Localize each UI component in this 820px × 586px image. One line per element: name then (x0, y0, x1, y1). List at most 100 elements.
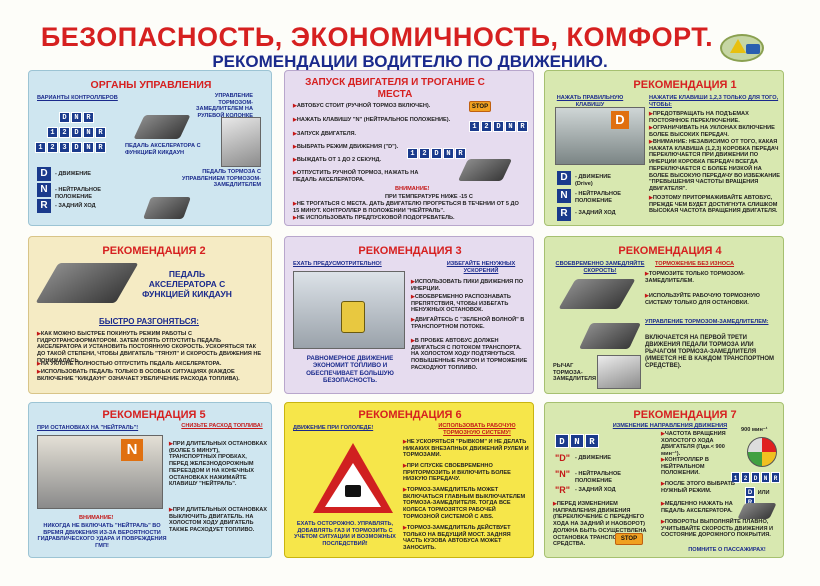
tip-2: НА УКЛОНЕ ПОЛНОСТЬЮ ОТПУСТИТЬ ПЕДАЛЬ АКС… (37, 361, 265, 368)
note-3: ВНИМАНИЕ: НЕЗАВИСИМО ОТ ТОГО, КАКАЯ НАЖА… (649, 139, 781, 193)
step-2: НАЖАТЬ КЛАВИШУ "N" (НЕЙТРАЛЬНОЕ ПОЛОЖЕНИ… (293, 117, 463, 124)
step-4: ВЫБРАТЬ РЕЖИМ ДВИЖЕНИЯ ("D"). (293, 144, 413, 151)
d-label: - ДВИЖЕНИЕ (55, 171, 92, 177)
card-recommendation-4: РЕКОМЕНДАЦИЯ 4 СВОЕВРЕМЕННО ЗАМЕДЛЯЙТЕ С… (544, 236, 784, 394)
key-d-highlight: D (611, 111, 629, 129)
tip-2: ИСПОЛЬЗУЙТЕ РАБОЧУЮ ТОРМОЗНУЮ СИСТЕМУ ТО… (645, 293, 779, 306)
r-label: - ЗАДНИЙ ХОД (55, 203, 96, 209)
card-recommendation-5: РЕКОМЕНДАЦИЯ 5 ПРИ ОСТАНОВКАХ НА "НЕЙТРА… (28, 402, 272, 558)
avoid-label: ИЗБЕГАЙТЕ НЕНУЖНЫХ УСКОРЕНИЙ (446, 261, 516, 274)
tip-3: ИСПОЛЬЗОВАТЬ ПЕДАЛЬ ТОЛЬКО В ОСОБЫХ СИТУ… (37, 369, 265, 382)
no-wear-label: ТОРМОЖЕНИЕ БЕЗ ИЗНОСА (655, 261, 735, 267)
d-label: - ДВИЖЕНИЕ (Drive) (575, 174, 612, 187)
step-1: АВТОБУС СТОИТ (РУЧНОЙ ТОРМОЗ ВКЛЮЧЕН). (293, 103, 453, 110)
key-r: R (37, 199, 51, 213)
warning-text: НИКОГДА НЕ ВКЛЮЧАТЬ "НЕЙТРАЛЬ" ВО ВРЕМЯ … (37, 523, 167, 549)
accelerator-label: ПЕДАЛЬ АКСЕЛЕРАТОРА С ФУНКЦИЕЙ КИКДАУН (125, 143, 201, 156)
n-key: "N" (555, 469, 571, 479)
press-key-label: НАЖАТЬ ПРАВИЛЬНУЮ КЛАВИШУ (556, 95, 624, 108)
slow-down-label: СВОЕВРЕМЕННО ЗАМЕДЛЯЙТЕ СКОРОСТЬ! (555, 261, 645, 274)
tip-2: ЧАСТОТА ВРАЩЕНИЯ ХОЛОСТОГО ХОДА ДВИГАТЕЛ… (661, 431, 741, 458)
control-label: УПРАВЛЕНИЕ ТОРМОЗОМ-ЗАМЕДЛИТЕЛЕМ: (645, 319, 769, 325)
card-recommendation-3: РЕКОМЕНДАЦИЯ 3 ЕХАТЬ ПРЕДУСМОТРИТЕЛЬНО! … (284, 236, 534, 394)
summary: РАВНОМЕРНОЕ ДВИЖЕНИЕ ЭКОНОМИТ ТОПЛИВО И … (306, 355, 394, 384)
steering-wheel-image (597, 355, 641, 389)
steering-column-image (221, 117, 261, 167)
card-title: ЗАПУСК ДВИГАТЕЛЯ И ТРОГАНИЕ С МЕСТА (305, 77, 485, 100)
controllers-label: ВАРИАНТЫ КОНТРОЛЛЕРОВ (37, 95, 118, 101)
stop-sign-icon: STOP (469, 101, 491, 112)
card-title: ОРГАНЫ УПРАВЛЕНИЯ (90, 79, 212, 91)
bus-icon (341, 301, 365, 333)
warning-item-1: НЕ ТРОГАТЬСЯ С МЕСТА. ДАТЬ ДВИГАТЕЛЮ ПРО… (293, 201, 523, 214)
warning-title: ВНИМАНИЕ! (395, 186, 430, 192)
direction-label: ИЗМЕНЕНИЕ НАПРАВЛЕНИЯ ДВИЖЕНИЯ (612, 423, 728, 429)
accelerator-pedal-image (133, 115, 191, 139)
accelerator-pedal-image (35, 263, 139, 303)
n-label: - НЕЙТРАЛЬНОЕ ПОЛОЖЕНИЕ (575, 191, 622, 204)
tachometer-icon (747, 437, 777, 467)
n-label: - НЕЙТРАЛЬНОЕ ПОЛОЖЕНИЕ (575, 471, 622, 484)
key-n: N (37, 183, 51, 197)
d-key: "D" (555, 453, 571, 463)
warning-title: ВНИМАНИЕ! (79, 515, 114, 521)
stop-sign-icon: STOP (615, 533, 643, 545)
card-recommendation-6: РЕКОМЕНДАЦИЯ 6 ДВИЖЕНИЕ ПРИ ГОЛОЛЕДЕ! ИС… (284, 402, 534, 558)
road-sign-logo-icon (720, 34, 764, 62)
gauge-label: 900 мин⁻¹ (741, 427, 768, 433)
skidding-car-icon (345, 485, 361, 497)
tip-4: В ПРОБКЕ АВТОБУС ДОЛЖЕН ДВИГАТЬСЯ С ПОТО… (411, 338, 529, 372)
step-5: ВЫЖДАТЬ ОТ 1 ДО 2 СЕКУНД. (293, 157, 413, 164)
tip-5: МЕДЛЕННО НАЖАТЬ НА ПЕДАЛЬ АКСЕЛЕРАТОРА. (661, 501, 737, 514)
look-ahead-label: ЕХАТЬ ПРЕДУСМОТРИТЕЛЬНО! (293, 261, 382, 267)
brake-pedal-label: ПЕДАЛЬ ТОРМОЗА С УПРАВЛЕНИЕМ ТОРМОЗОМ-ЗА… (182, 169, 261, 189)
key-d: D (557, 171, 571, 185)
brake-lever-label: УПРАВЛЕНИЕ ТОРМОЗОМ-ЗАМЕДЛИТЕЛЕМ НА РУЛЕ… (196, 93, 253, 119)
tip-1: ПЕРЕД ИЗМЕНЕНИЕМ НАПРАВЛЕНИЯ ДВИЖЕНИЯ (П… (553, 501, 657, 548)
card-recommendation-1: РЕКОМЕНДАЦИЯ 1 НАЖАТЬ ПРАВИЛЬНУЮ КЛАВИШУ… (544, 70, 784, 226)
ice-label: ДВИЖЕНИЕ ПРИ ГОЛОЛЕДЕ! (293, 425, 374, 431)
tip-1: ПРИ ДЛИТЕЛЬНЫХ ОСТАНОВКАХ (БОЛЕЕ 5 МИНУТ… (169, 441, 267, 488)
tip-3: ДВИГАЙТЕСЬ С "ЗЕЛЕНОЙ ВОЛНОЙ" В ТРАНСПОР… (411, 317, 529, 330)
use-brake-label: ИСПОЛЬЗОВАТЬ РАБОЧУЮ ТОРМОЗНУЮ СИСТЕМУ! (438, 423, 516, 436)
card-controls: ОРГАНЫ УПРАВЛЕНИЯ ВАРИАНТЫ КОНТРОЛЛЕРОВ … (28, 70, 272, 226)
page-title: БЕЗОПАСНОСТЬ, ЭКОНОМИЧНОСТЬ, КОМФОРТ. (40, 22, 714, 52)
card-title: РЕКОМЕНДАЦИЯ 1 (633, 79, 737, 91)
pedal-label: ПЕДАЛЬ АКСЕЛЕРАТОРА С ФУНКЦИЕЙ КИКДАУН (142, 269, 232, 300)
tip-1: ИСПОЛЬЗОВАТЬ ПИКИ ДВИЖЕНИЯ ПО ИНЕРЦИИ. (411, 279, 529, 292)
reduce-label: СНИЗЬТЕ РАСХОД ТОПЛИВА! (181, 423, 263, 429)
r-label: - ЗАДНИЙ ХОД (575, 487, 616, 493)
dashboard-image (555, 107, 645, 165)
card-recommendation-2: РЕКОМЕНДАЦИЯ 2 ПЕДАЛЬ АКСЕЛЕРАТОРА С ФУН… (28, 236, 272, 394)
key-n-highlight: N (121, 439, 143, 461)
step-6: ОТПУСТИТЬ РУЧНОЙ ТОРМОЗ, НАЖАТЬ НА ПЕДАЛ… (293, 170, 443, 183)
tip-2: СВОЕВРЕМЕННО РАСПОЗНАВАТЬ ПРЕПЯТСТВИЯ, Ч… (411, 294, 529, 314)
fast-label: БЫСТРО РАЗГОНЯТЬСЯ: (99, 317, 199, 326)
card-title: РЕКОМЕНДАЦИЯ 3 (358, 245, 462, 257)
step-3: ЗАПУСК ДВИГАТЕЛЯ. (293, 131, 413, 138)
card-title: РЕКОМЕНДАЦИЯ 7 (633, 409, 737, 421)
railway-crossing-image (37, 435, 163, 509)
remember-label: ПОМНИТЕ О ПАССАЖИРАХ! (688, 547, 766, 553)
tip-6: ПОВОРОТЫ ВЫПОЛНЯЙТЕ ПЛАВНО, УЧИТЫВАЙТЕ С… (661, 519, 781, 539)
tip-1: НЕ УСКОРЯТЬСЯ "РЫВКОМ" И НЕ ДЕЛАТЬ НИКАК… (403, 439, 529, 459)
key-d: D (37, 167, 51, 181)
card-recommendation-7: РЕКОМЕНДАЦИЯ 7 ИЗМЕНЕНИЕ НАПРАВЛЕНИЯ ДВИ… (544, 402, 784, 558)
key-r: R (557, 207, 571, 221)
tip-3: КОНТРОЛЛЕР В НЕЙТРАЛЬНОМ ПОЛОЖЕНИИ. (661, 457, 731, 477)
control-text: ВКЛЮЧАЕТСЯ НА ПЕРВОЙ ТРЕТИ ДВИЖЕНИЯ ПЕДА… (645, 335, 775, 370)
card-title: РЕКОМЕНДАЦИЯ 4 (618, 245, 722, 257)
lever-label: РЫЧАГ ТОРМОЗА-ЗАМЕДЛИТЕЛЯ (553, 363, 596, 383)
pedal-image (737, 503, 777, 519)
key-n: N (557, 189, 571, 203)
keys-note: НАЖАТИЕ КЛАВИШИ 1,2,3 ТОЛЬКО ДЛЯ ТОГО, Ч… (649, 95, 779, 108)
warning-sub: ПРИ ТЕМПЕРАТУРЕ НИЖЕ -15 С (385, 194, 473, 200)
tip-3: ТОРМОЗ-ЗАМЕДЛИТЕЛЬ МОЖЕТ ВКЛЮЧАТЬСЯ ГЛАВ… (403, 487, 529, 521)
stops-label: ПРИ ОСТАНОВКАХ НА "НЕЙТРАЛЬ"! (37, 425, 139, 431)
tip-1: КАК МОЖНО БЫСТРЕЕ ПОКИНУТЬ РЕЖИМ РАБОТЫ … (37, 331, 265, 365)
tip-4: ПОСЛЕ ЭТОГО ВЫБРАТЬ НУЖНЫЙ РЕЖИМ. (661, 481, 741, 494)
